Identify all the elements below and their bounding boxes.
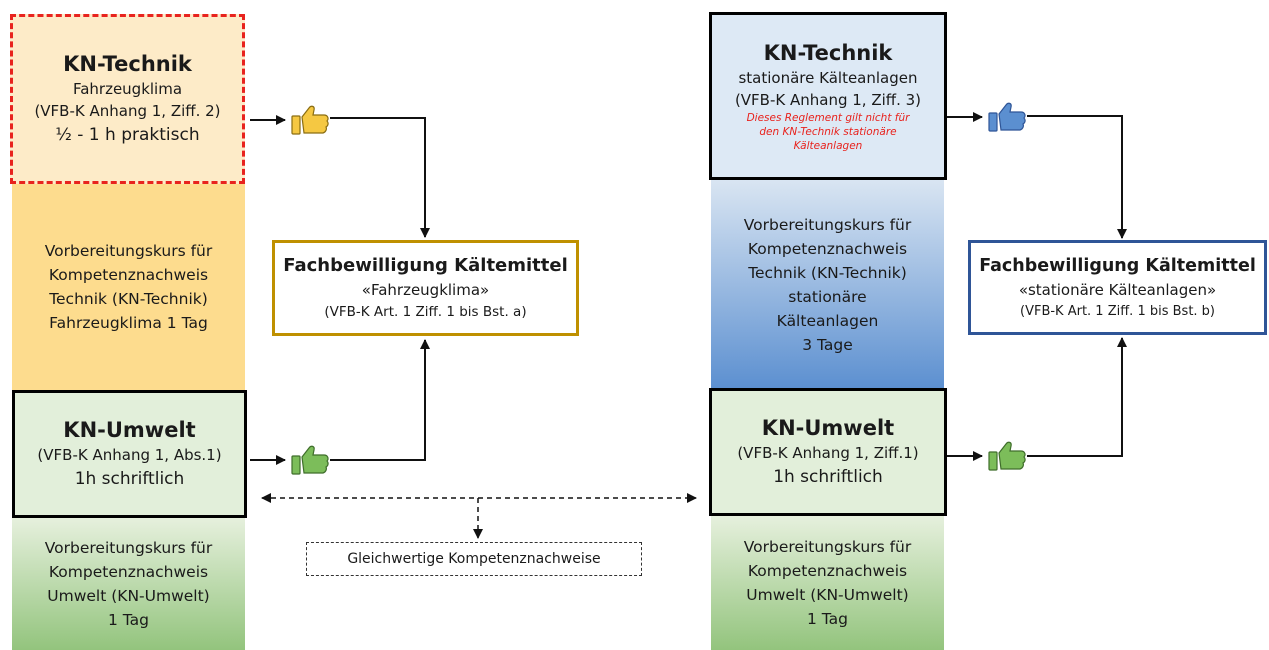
left-umwelt-reference: (VFB-K Anhang 1, Abs.1) [37, 446, 222, 464]
thumbs-up-icon [988, 441, 1026, 471]
arrow-right-technik-to-permit [1027, 115, 1127, 239]
equivalence-label-box: Gleichwertige Kompetenznachweise [306, 542, 642, 576]
right-permit-box: Fachbewilligung Kältemittel «stationäre … [968, 240, 1267, 335]
left-umwelt-duration: 1h schriftlich [74, 469, 185, 489]
left-technik-course-line: Kompetenznachweis [48, 266, 209, 284]
right-technik-box: KN-Technik stationäre Kälteanlagen (VFB-… [709, 12, 947, 180]
left-technik-course-line: Fahrzeugklima 1 Tag [49, 314, 208, 332]
right-technik-course: Vorbereitungskurs für Kompetenznachweis … [711, 180, 944, 390]
left-technik-course: Vorbereitungskurs für Kompetenznachweis … [12, 184, 245, 390]
left-technik-title: KN-Technik [63, 52, 192, 76]
left-umwelt-course-line: 1 Tag [107, 611, 150, 629]
right-umwelt-course-line: Kompetenznachweis [747, 562, 908, 580]
left-technik-reference: (VFB-K Anhang 1, Ziff. 2) [34, 102, 221, 120]
left-umwelt-course-line: Vorbereitungskurs für [44, 539, 213, 557]
right-technik-course-line: Kälteanlagen [776, 312, 879, 330]
right-permit-subtitle: «stationäre Kälteanlagen» [1018, 280, 1217, 299]
left-umwelt-title: KN-Umwelt [63, 418, 196, 442]
left-umwelt-course-line: Umwelt (KN-Umwelt) [47, 587, 210, 605]
equivalence-label: Gleichwertige Kompetenznachweise [347, 551, 601, 567]
right-technik-subtitle: stationäre Kälteanlagen [738, 69, 918, 87]
left-permit-subtitle: «Fahrzeugklima» [361, 281, 490, 299]
left-umwelt-box: KN-Umwelt (VFB-K Anhang 1, Abs.1) 1h sch… [12, 390, 247, 518]
left-technik-course-line: Technik (KN-Technik) [49, 290, 208, 308]
left-technik-box: KN-Technik Fahrzeugklima (VFB-K Anhang 1… [10, 14, 245, 184]
right-umwelt-course-line: 1 Tag [806, 610, 849, 628]
right-umwelt-course-line: Vorbereitungskurs für [743, 538, 912, 556]
right-umwelt-course: Vorbereitungskurs für Kompetenznachweis … [711, 516, 944, 650]
left-umwelt-course-line: Kompetenznachweis [48, 563, 209, 581]
right-technik-note: Kälteanlagen [793, 140, 863, 152]
right-umwelt-reference: (VFB-K Anhang 1, Ziff.1) [737, 444, 919, 462]
left-umwelt-course: Vorbereitungskurs für Kompetenznachweis … [12, 518, 245, 650]
right-technik-note: den KN-Technik stationäre [759, 126, 897, 138]
thumbs-up-icon [291, 445, 329, 475]
left-technik-course-line: Vorbereitungskurs für [44, 242, 213, 260]
right-technik-note: Dieses Reglement gilt nicht für [746, 112, 910, 124]
thumbs-up-icon [988, 102, 1026, 132]
right-permit-title: Fachbewilligung Kältemittel [979, 255, 1256, 276]
right-technik-course-line: Kompetenznachweis [747, 240, 908, 258]
left-permit-box: Fachbewilligung Kältemittel «Fahrzeugkli… [272, 240, 579, 336]
left-technik-duration: ½ - 1 h praktisch [55, 125, 200, 145]
right-umwelt-box: KN-Umwelt (VFB-K Anhang 1, Ziff.1) 1h sc… [709, 388, 947, 516]
right-technik-course-line: stationäre [788, 288, 867, 306]
right-technik-reference: (VFB-K Anhang 1, Ziff. 3) [734, 91, 922, 109]
right-umwelt-course-line: Umwelt (KN-Umwelt) [746, 586, 909, 604]
right-technik-title: KN-Technik [763, 41, 893, 65]
left-permit-title: Fachbewilligung Kältemittel [283, 255, 568, 276]
arrow-left-technik-to-permit [330, 117, 430, 238]
right-technik-course-line: Vorbereitungskurs für [743, 216, 912, 234]
left-technik-subtitle: Fahrzeugklima [72, 80, 183, 98]
right-umwelt-duration: 1h schriftlich [773, 467, 883, 487]
right-umwelt-title: KN-Umwelt [761, 416, 895, 440]
right-permit-reference: (VFB-K Art. 1 Ziff. 1 bis Bst. b) [1020, 303, 1215, 319]
thumbs-up-icon [291, 105, 329, 135]
arrow-left-umwelt-to-permit [330, 339, 430, 461]
arrow-right-umwelt-to-permit [1027, 337, 1127, 457]
right-technik-course-line: 3 Tage [802, 336, 853, 354]
right-technik-course-line: Technik (KN-Technik) [748, 264, 907, 282]
left-permit-reference: (VFB-K Art. 1 Ziff. 1 bis Bst. a) [324, 304, 527, 320]
